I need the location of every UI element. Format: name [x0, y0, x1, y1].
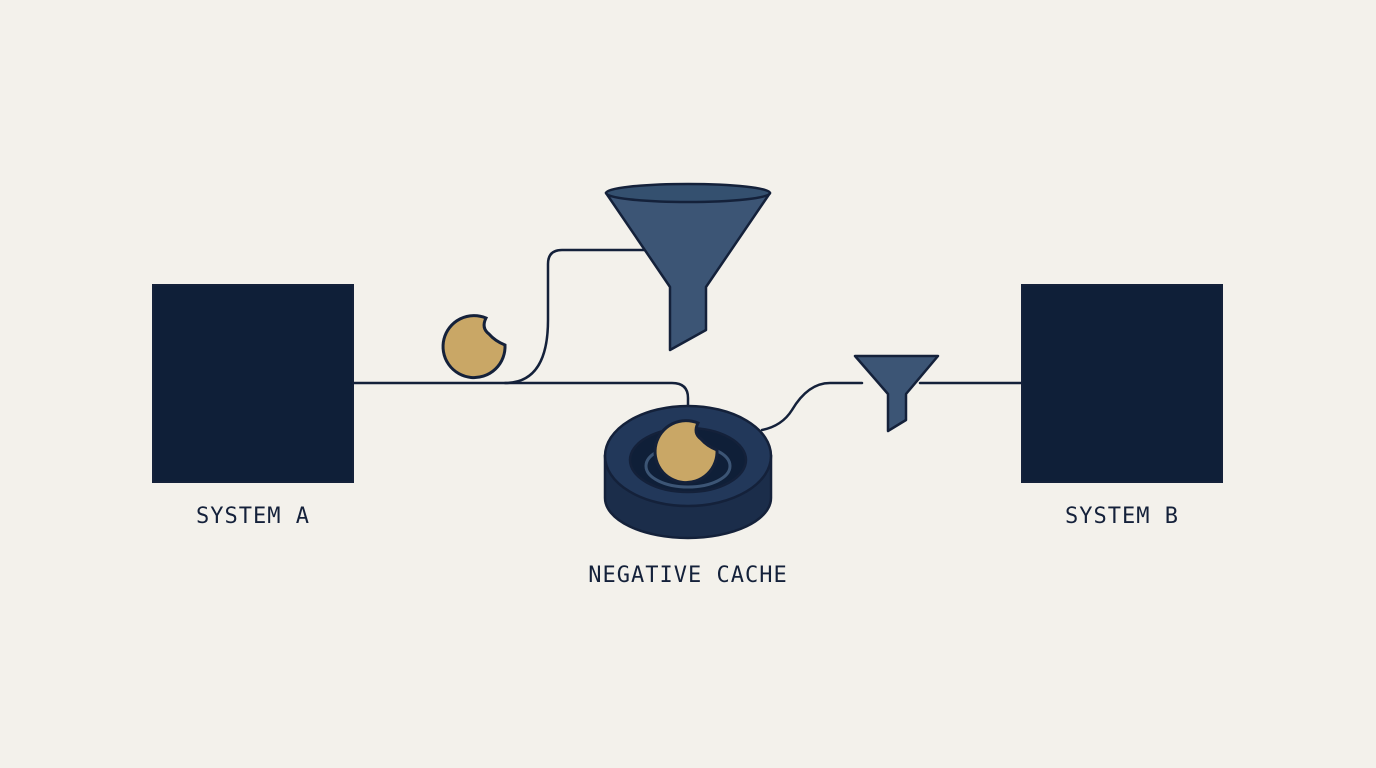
cached-token-icon [653, 419, 719, 485]
request-token-icon [441, 314, 507, 380]
line-system-a-to-cache [351, 381, 690, 412]
system-a-label: SYSTEM A [196, 504, 310, 529]
negative-cache-label: NEGATIVE CACHE [588, 563, 788, 588]
line-cache-to-small-funnel [760, 381, 864, 432]
system-b-box [1021, 284, 1223, 483]
line-branch-to-large-funnel [503, 248, 650, 385]
system-b-label: SYSTEM B [1065, 504, 1179, 529]
large-funnel-icon [604, 182, 772, 352]
system-a-box [152, 284, 354, 483]
small-funnel-icon [853, 354, 940, 433]
